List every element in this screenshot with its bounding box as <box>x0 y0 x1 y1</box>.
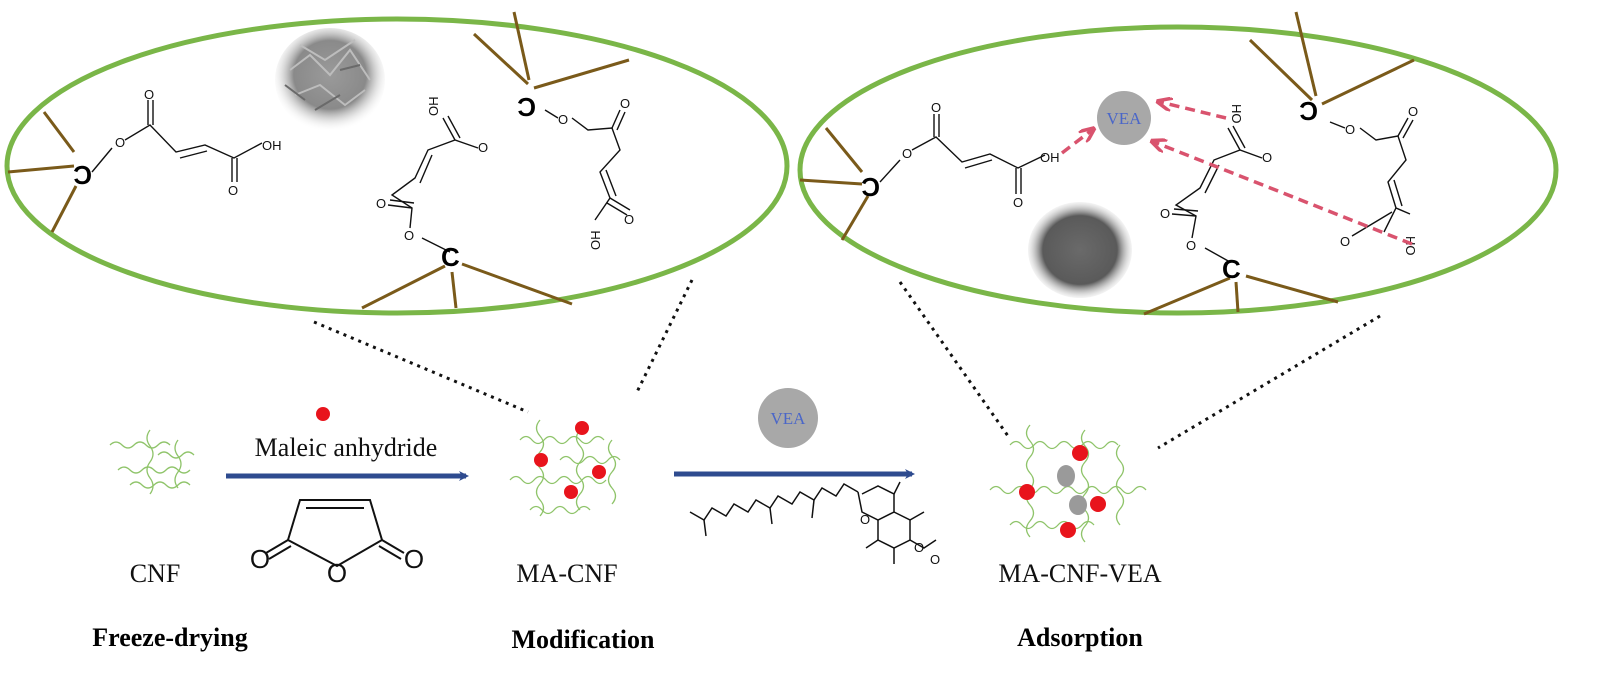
ma-cnf-dots <box>534 421 606 499</box>
maleic-anhydride-dot <box>316 407 330 421</box>
oxygen-atom: O <box>1160 206 1170 221</box>
oxygen-atom: O <box>478 140 488 155</box>
hydroxyl-label: HO <box>1403 236 1418 256</box>
ma-cnf-vea-grey-particles <box>1057 465 1087 515</box>
vea-molecule-zoom: VEA <box>1097 91 1151 145</box>
hydroxyl-label: OH <box>588 231 603 251</box>
oxygen-atom: O <box>902 146 912 161</box>
step-modification: Modification <box>512 625 656 654</box>
reagent-label: Maleic anhydride <box>255 433 438 462</box>
oxygen-atom: O <box>404 544 424 574</box>
zoom-ellipse-right <box>797 24 1559 316</box>
oxygen-atom: O <box>376 196 386 211</box>
carbon-atom: C <box>1299 96 1318 126</box>
oxygen-atom: O <box>1345 122 1355 137</box>
ma-cnf-fibers <box>509 419 621 517</box>
maleate-chain-right-1 <box>879 114 1046 194</box>
oxygen-atom: O <box>250 544 270 574</box>
oxygen-atom: O <box>404 228 414 243</box>
vea-label: VEA <box>771 409 807 428</box>
maleate-chain-right-2 <box>1171 125 1263 263</box>
chain-lines-left <box>7 11 630 310</box>
oxygen-atom: O <box>1013 195 1023 210</box>
maleate-chain-right-3 <box>1329 117 1414 237</box>
zoom-guides <box>313 279 1381 450</box>
oxygen-atom: O <box>144 87 154 102</box>
hydrogen-bond-arrows <box>1060 102 1413 246</box>
sem-image-right <box>1028 202 1132 298</box>
oxygen-atom: O <box>930 552 940 567</box>
maleic-anhydride-structure <box>265 499 405 568</box>
oxygen-atom: O <box>860 512 870 527</box>
oxygen-atom: O <box>1340 234 1350 249</box>
step-freeze-drying: Freeze-drying <box>92 623 247 652</box>
cnf-fibers <box>109 429 195 495</box>
carbon-atom: C <box>73 160 92 190</box>
oxygen-atom: O <box>115 135 125 150</box>
oxygen-atom: O <box>1408 104 1418 119</box>
ma-cnf-vea-label: MA-CNF-VEA <box>998 559 1161 588</box>
step-adsorption: Adsorption <box>1017 623 1143 652</box>
chain-lines-right <box>799 11 1415 316</box>
oxygen-atom: O <box>228 183 238 198</box>
vea-label: VEA <box>1107 109 1143 128</box>
tocopheryl-acetate-structure <box>689 481 937 564</box>
oxygen-atom: O <box>558 112 568 127</box>
ma-cnf-vea-dots <box>1019 445 1106 538</box>
ma-cnf-label: MA-CNF <box>516 559 617 588</box>
hydroxyl-label: HO <box>1229 104 1244 124</box>
carbon-atom: C <box>517 92 536 122</box>
maleate-chain-left-2 <box>387 115 479 253</box>
oxygen-atom: O <box>1262 150 1272 165</box>
maleate-chain-left-1 <box>91 100 263 182</box>
cnf-label: CNF <box>130 559 181 588</box>
sem-image-left <box>275 28 385 132</box>
vea-molecule: VEA <box>758 388 818 448</box>
oxygen-atom: O <box>624 212 634 227</box>
oxygen-atom: O <box>620 96 630 111</box>
oxygen-atom: O <box>1186 238 1196 253</box>
zoom-ellipse-left <box>4 16 790 316</box>
hydroxyl-label: OH <box>426 97 441 117</box>
carbon-atom: C <box>441 242 460 272</box>
maleate-chain-left-3 <box>544 109 631 221</box>
carbon-atom: C <box>1222 254 1241 284</box>
hydroxyl-label: OH <box>1040 150 1060 165</box>
oxygen-atom: O <box>931 100 941 115</box>
carbon-atom: C <box>861 172 880 202</box>
oxygen-atom: O <box>327 558 347 588</box>
oxygen-atom: O <box>914 540 924 555</box>
hydroxyl-label: OH <box>262 138 282 153</box>
